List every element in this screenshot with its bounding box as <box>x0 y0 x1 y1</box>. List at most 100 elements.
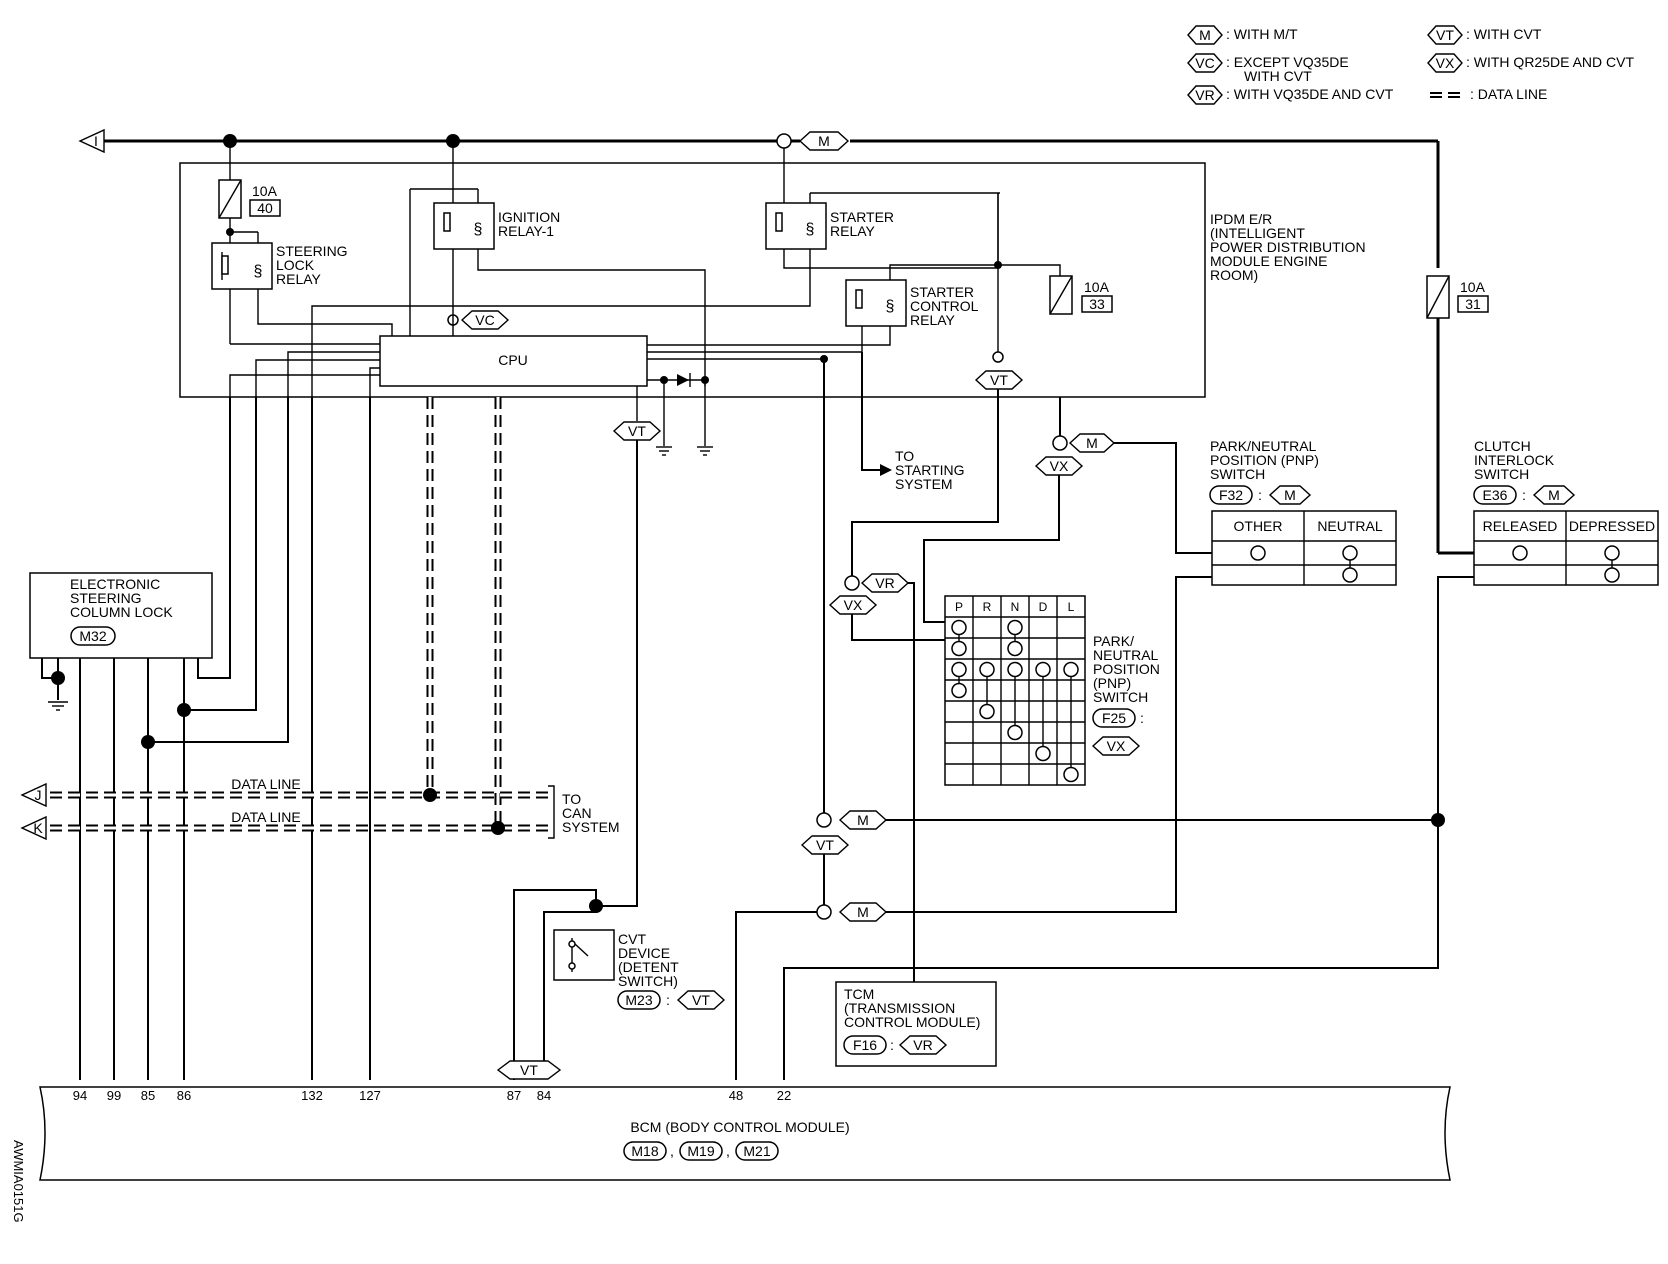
fuse-31: 10A 31 <box>1426 275 1489 555</box>
svg-text:F16: F16 <box>853 1037 877 1053</box>
figure-id: AWMIA0151G <box>11 1140 26 1223</box>
cpu-label: CPU <box>498 352 528 368</box>
svg-text:VX: VX <box>844 597 863 613</box>
bcm-wires <box>79 397 371 1080</box>
power-bus: I M <box>78 128 1440 268</box>
legend-code: VX <box>1436 55 1455 71</box>
legend-text: : DATA LINE <box>1470 86 1547 102</box>
svg-text:M: M <box>1086 435 1098 451</box>
svg-text:VR: VR <box>875 575 894 591</box>
svg-text:M23: M23 <box>625 992 652 1008</box>
svg-text:§: § <box>806 221 815 238</box>
svg-text:OTHER: OTHER <box>1234 518 1283 534</box>
svg-text:VR: VR <box>913 1037 932 1053</box>
legend-text: : WITH CVT <box>1466 26 1542 42</box>
svg-text:10A: 10A <box>1460 279 1486 295</box>
svg-text:F32: F32 <box>1219 487 1243 503</box>
svg-text::: : <box>1258 487 1262 503</box>
svg-text:M: M <box>818 133 830 149</box>
svg-text:§: § <box>474 221 483 238</box>
svg-text:M: M <box>857 812 869 828</box>
svg-text:DEPRESSED: DEPRESSED <box>1569 518 1655 534</box>
svg-text:K: K <box>33 820 43 836</box>
svg-text::: : <box>890 1037 894 1053</box>
svg-text:VT: VT <box>816 837 834 853</box>
svg-text:§: § <box>254 263 263 280</box>
legend-text: : EXCEPT VQ35DE <box>1226 54 1349 70</box>
svg-text:10A: 10A <box>252 183 278 199</box>
svg-text:DATA LINE: DATA LINE <box>231 776 301 792</box>
bcm-pin-label: 48 <box>729 1088 743 1103</box>
svg-text:10A: 10A <box>1084 279 1110 295</box>
svg-text:VT: VT <box>692 992 710 1008</box>
pnp-col-label: P <box>955 600 963 614</box>
legend-code: VC <box>1195 55 1214 71</box>
pnp-col-label: N <box>1011 600 1020 614</box>
svg-text:VT: VT <box>520 1062 538 1078</box>
bcm-pin-label: 85 <box>141 1088 155 1103</box>
bcm-pin-label: 99 <box>107 1088 121 1103</box>
bcm-pin-label: 22 <box>777 1088 791 1103</box>
legend-code: M <box>1199 27 1211 43</box>
svg-text::: : <box>666 992 670 1008</box>
svg-text:,: , <box>670 1143 674 1159</box>
legend-code: VT <box>1436 27 1454 43</box>
legend-text: : WITH QR25DE AND CVT <box>1466 54 1634 70</box>
svg-text:VT: VT <box>990 372 1008 388</box>
svg-text:M: M <box>857 904 869 920</box>
svg-text:VX: VX <box>1050 458 1069 474</box>
pnp-col-label: D <box>1039 600 1048 614</box>
svg-text:J: J <box>35 787 42 803</box>
svg-text:RELEASED: RELEASED <box>1483 518 1558 534</box>
legend-text: : WITH M/T <box>1226 26 1298 42</box>
svg-text:VX: VX <box>1107 738 1126 754</box>
svg-text:33: 33 <box>1089 296 1105 312</box>
svg-text:M32: M32 <box>79 628 106 644</box>
svg-text:VT: VT <box>628 423 646 439</box>
svg-text::: : <box>1140 710 1144 726</box>
svg-text:M21: M21 <box>743 1143 770 1159</box>
bcm-pin-label: 86 <box>177 1088 191 1103</box>
svg-text:,: , <box>726 1143 730 1159</box>
svg-text:M18: M18 <box>631 1143 658 1159</box>
svg-text:DATA LINE: DATA LINE <box>231 809 301 825</box>
legend: M : WITH M/T VC : EXCEPT VQ35DE WITH CVT… <box>1187 25 1634 105</box>
svg-text:VC: VC <box>475 312 494 328</box>
svg-text:M19: M19 <box>687 1143 714 1159</box>
connector-label: I <box>94 133 98 149</box>
pnp-col-label: L <box>1068 600 1075 614</box>
svg-text:§: § <box>886 298 895 315</box>
svg-text:F25: F25 <box>1102 710 1126 726</box>
svg-text:31: 31 <box>1465 296 1481 312</box>
bcm-title: BCM (BODY CONTROL MODULE) <box>630 1119 849 1135</box>
bcm-pin-label: 132 <box>301 1088 323 1103</box>
legend-code: VR <box>1195 87 1214 103</box>
pnp-col-label: R <box>983 600 992 614</box>
bcm-pin-label: 94 <box>73 1088 87 1103</box>
svg-text:E36: E36 <box>1483 487 1508 503</box>
right-wiring: VR VX M VX M VT M <box>735 359 1474 1080</box>
svg-text:M: M <box>1284 487 1296 503</box>
